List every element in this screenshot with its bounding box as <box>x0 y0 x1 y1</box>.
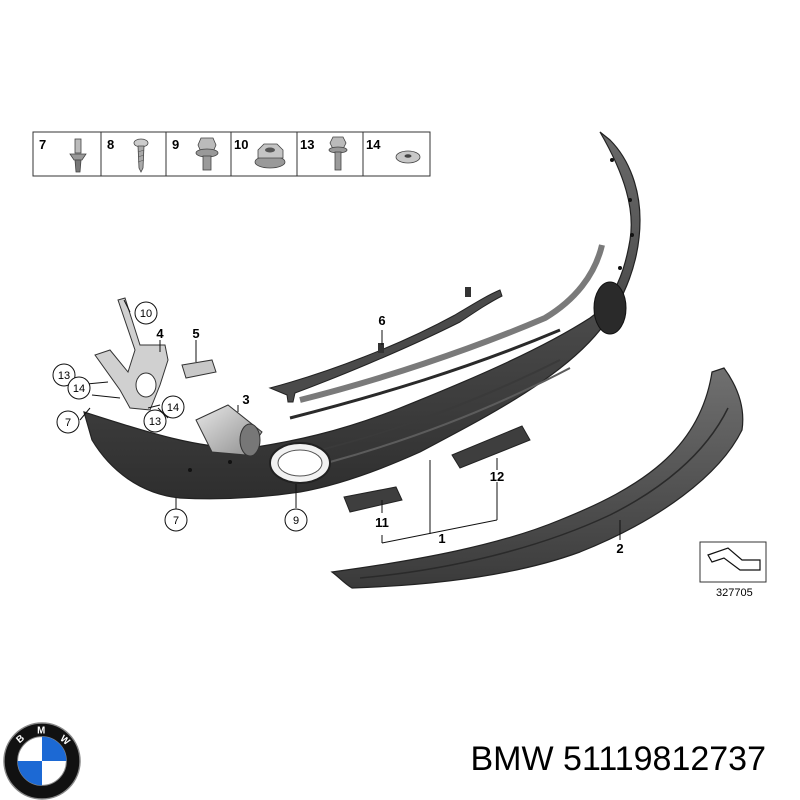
reference-arrow-icon <box>707 547 761 571</box>
callout-13b-label: 13 <box>149 416 161 428</box>
callout-7b: 7 <box>164 508 188 532</box>
part-number-label: BMW 51119812737 <box>470 740 767 778</box>
callout-12: 12 <box>490 469 504 484</box>
exhaust-tip <box>195 404 263 457</box>
upper-trim-strip <box>268 287 503 403</box>
callout-9-label: 9 <box>293 515 299 527</box>
bracket-4 <box>94 297 169 411</box>
callout-4: 4 <box>156 326 164 341</box>
callout-10: 10 <box>134 301 158 325</box>
washer-icon <box>395 150 421 164</box>
flange-nut-icon <box>254 143 286 169</box>
callout-14b: 14 <box>161 395 185 419</box>
fastener-label-13: 13 <box>300 137 314 152</box>
callout-5: 5 <box>192 326 199 341</box>
callout-7a-label: 7 <box>65 417 71 429</box>
leader-lines <box>75 299 621 544</box>
callout-2: 2 <box>616 541 623 556</box>
callout-1: 1 <box>438 531 445 546</box>
callout-7b-label: 7 <box>173 515 179 527</box>
callout-13a-label: 13 <box>58 370 70 382</box>
callout-9: 9 <box>284 508 308 532</box>
flap-11 <box>343 486 403 513</box>
bolt-icon <box>328 136 348 171</box>
fastener-table: 7 8 9 10 13 14 <box>32 131 431 177</box>
callout-6: 6 <box>378 313 385 328</box>
fastener-label-10: 10 <box>234 137 248 152</box>
callout-14a-label: 14 <box>73 383 85 395</box>
fastener-label-7: 7 <box>39 137 46 152</box>
callout-14b-label: 14 <box>167 402 179 414</box>
hex-bolt-icon <box>195 137 219 171</box>
fastener-label-8: 8 <box>107 137 114 152</box>
logo-letter-m: M <box>37 726 45 737</box>
fastener-label-9: 9 <box>172 137 179 152</box>
flap-12 <box>451 425 531 469</box>
callout-13b: 13 <box>143 409 167 433</box>
bmw-logo: B M W <box>3 722 81 800</box>
rivet-icon <box>69 138 87 173</box>
bracket-5 <box>181 359 217 379</box>
callout-7a: 7 <box>56 410 80 434</box>
callout-10-label: 10 <box>140 308 152 320</box>
bumper-trim-panel <box>83 131 641 500</box>
fastener-label-14: 14 <box>366 137 381 152</box>
diagram-reference: 327705 <box>699 541 767 599</box>
callout-13a: 13 <box>52 363 76 387</box>
screw-icon <box>133 138 149 173</box>
lower-lip-spoiler <box>330 367 744 589</box>
diagram-ref-number: 327705 <box>716 587 753 599</box>
callout-14a: 14 <box>67 376 91 400</box>
callout-3: 3 <box>242 392 249 407</box>
callout-11: 11 <box>375 515 389 530</box>
